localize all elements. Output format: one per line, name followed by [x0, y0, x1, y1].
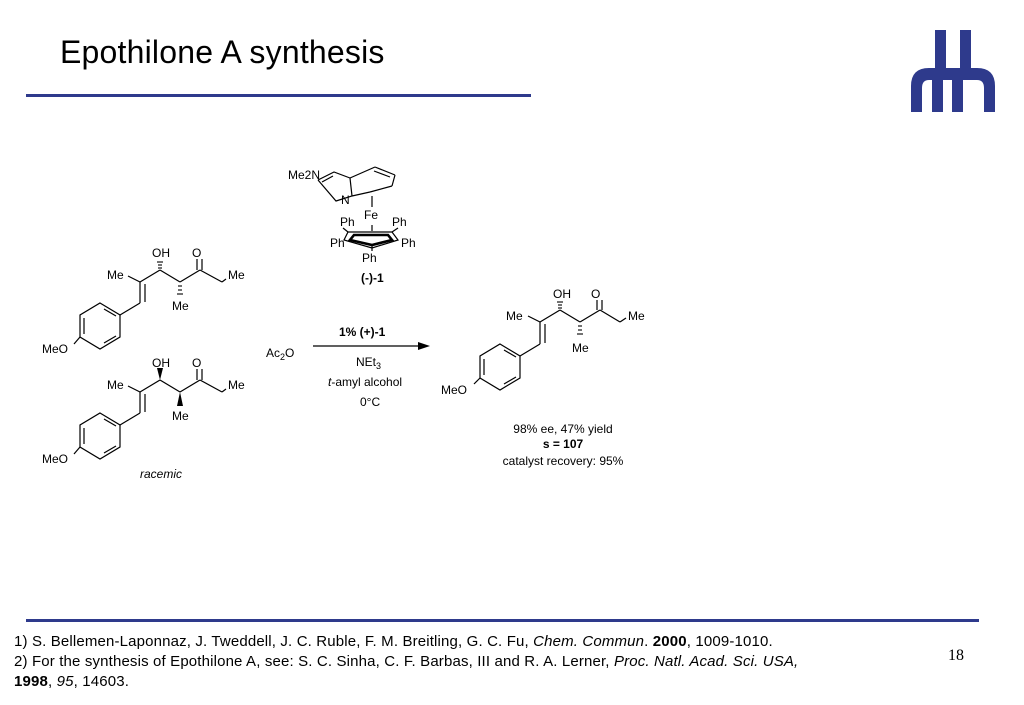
substrate-bottom-me-3: Me — [172, 409, 189, 423]
solvent-label: t-amyl alcohol — [328, 375, 402, 389]
substrate-top-me-3: Me — [172, 299, 189, 313]
reaction-arrow — [313, 342, 430, 350]
footer-divider — [26, 619, 979, 622]
substrate-bottom-me-2: Me — [228, 378, 245, 392]
substrate-bottom-o: O — [192, 356, 201, 370]
product-oh: OH — [553, 287, 571, 301]
substrate-bottom-stereo-wedges — [157, 368, 183, 406]
product-structure — [473, 300, 627, 391]
title-underline — [26, 94, 531, 97]
reaction-scheme: Me2N N Fe Ph Ph Ph Ph Ph (-)-1 OH O Me M… — [42, 166, 645, 481]
substrate-top-me-2: Me — [228, 268, 245, 282]
product-meo: MeO — [441, 383, 467, 397]
racemic-label: racemic — [140, 467, 182, 481]
substrate-top-me-1: Me — [107, 268, 124, 282]
substrate-top-o: O — [192, 246, 201, 260]
catalyst-ph-label-2: Ph — [392, 215, 407, 229]
ee-yield-result: 98% ee, 47% yield — [513, 422, 612, 436]
catalyst-ph-label-5: Ph — [362, 251, 377, 265]
catalyst-label: (-)-1 — [361, 271, 384, 285]
reagent-ac2o: Ac2O — [266, 346, 294, 362]
catalyst-ph-label-4: Ph — [401, 236, 416, 250]
university-logo-icon — [911, 30, 995, 112]
slide-title: Epothilone A synthesis — [60, 34, 385, 70]
substrate-structure-bottom — [73, 369, 227, 460]
product-me-2: Me — [628, 309, 645, 323]
substrate-bottom-oh: OH — [152, 356, 170, 370]
reference-2-continued: 1998, 95, 14603. — [14, 673, 130, 690]
product-stereo-hashes — [557, 301, 583, 335]
substrate-bottom-me-1: Me — [107, 378, 124, 392]
page-number: 18 — [948, 647, 964, 664]
substrate-top-oh: OH — [152, 246, 170, 260]
temperature-label: 0°C — [360, 395, 380, 409]
references: 1) S. Bellemen-Laponnaz, J. Tweddell, J.… — [14, 632, 944, 692]
base-label: NEt3 — [356, 355, 381, 371]
catalyst-ph-label-1: Ph — [340, 215, 355, 229]
substrate-structure-top — [73, 259, 227, 350]
catalyst-n-label: N — [341, 193, 350, 207]
catalyst-recovery-result: catalyst recovery: 95% — [503, 454, 624, 468]
product-me-3: Me — [572, 341, 589, 355]
catalyst-me2n-label: Me2N — [288, 168, 320, 182]
catalyst-loading-label: 1% (+)-1 — [339, 325, 386, 339]
catalyst-fe-label: Fe — [364, 208, 378, 222]
substrate-top-meo: MeO — [42, 342, 68, 356]
substrate-top-stereo-hashes — [157, 261, 183, 295]
selectivity-result: s = 107 — [543, 437, 584, 451]
substrate-bottom-meo: MeO — [42, 452, 68, 466]
reference-1: 1) S. Bellemen-Laponnaz, J. Tweddell, J.… — [14, 633, 773, 650]
product-me-1: Me — [506, 309, 523, 323]
catalyst-structure — [317, 166, 399, 251]
reference-2: 2) For the synthesis of Epothilone A, se… — [14, 653, 799, 670]
product-o: O — [591, 287, 600, 301]
catalyst-ph-label-3: Ph — [330, 236, 345, 250]
